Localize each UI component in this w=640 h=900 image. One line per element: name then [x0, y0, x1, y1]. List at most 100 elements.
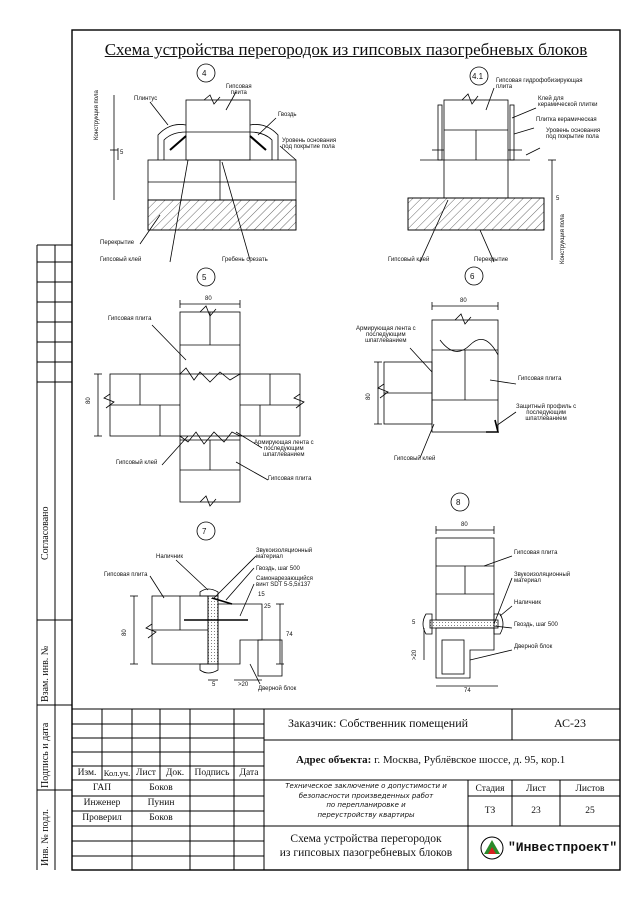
tb-sheets-label: Листов	[575, 784, 605, 794]
tb-col-podpis: Подпись	[194, 768, 230, 778]
d8-dim-80: 80	[461, 522, 468, 528]
d41-base-level-label: Уровень основания под покрытие пола	[546, 128, 601, 140]
d41-waterproof-slab-label: Гипсовая гидрофобизирующая плита	[496, 78, 583, 90]
d8-door-block-label: Дверной блок	[514, 644, 553, 650]
tb-col-list: Лист	[136, 768, 156, 778]
d41-gypsum-glue-label: Гипсовый клей	[388, 257, 430, 263]
stamp-inv-podl: Инв. № подл.	[40, 809, 51, 866]
tb-customer: Заказчик: Собственник помещений	[288, 716, 469, 730]
tb-code: АС-23	[553, 716, 587, 730]
d7-door-block-label: Дверной блок	[258, 686, 297, 692]
detail-4-number: 4	[202, 69, 207, 78]
detail-5-number: 5	[202, 273, 207, 282]
d8-nail-step-label: Гвоздь, шаг 500	[514, 622, 558, 628]
tb-role-engineer: Инженер	[83, 798, 121, 808]
tb-sheet-value: 23	[531, 806, 541, 816]
d5-dim-80-top: 80	[205, 296, 212, 302]
d7-casing-label: Наличник	[156, 554, 183, 560]
tb-role-checked: Проверил	[82, 813, 122, 823]
d41-slab-label: Перекрытие	[474, 257, 509, 263]
d6-gypsum-slab-label: Гипсовая плита	[518, 376, 562, 382]
tb-col-data: Дата	[239, 768, 259, 778]
detail-6	[374, 266, 517, 459]
title-block-grid	[72, 708, 620, 870]
d4-nail-label: Гвоздь	[278, 112, 297, 118]
detail-7-marker	[196, 521, 216, 541]
detail-7-number: 7	[202, 527, 207, 536]
d7-dim-5: 5	[212, 682, 216, 688]
d5-reinforcing-tape-label: Армирующая лента с последующим шпатлеван…	[254, 440, 314, 458]
d4-slab-label: Перекрытие	[100, 240, 135, 246]
detail-4-1	[407, 66, 556, 263]
tb-address-label: Адрес объекта:	[296, 754, 372, 766]
tb-doc-description: Техническое заключение о допустимости и …	[285, 782, 447, 819]
tb-stage-label: Стадия	[475, 784, 505, 794]
d7-dim-25: 25	[264, 604, 271, 610]
tb-sheet-name: Схема устройства перегородок из гипсовых…	[279, 833, 453, 859]
d7-dim-20: >20	[238, 682, 249, 688]
detail-4-marker	[196, 63, 216, 83]
d4-gypsum-slab-label: Гипсовая плита	[226, 84, 252, 96]
d8-dim-5: 5	[412, 620, 416, 626]
tb-address-value: г. Москва, Рублёвское шоссе, д. 95, кор.…	[374, 754, 566, 766]
d5-dim-80-left: 80	[86, 397, 92, 404]
detail-8	[422, 492, 513, 687]
tb-stage-value: ТЗ	[484, 806, 496, 816]
d7-dim-80: 80	[122, 629, 128, 636]
d5-gypsum-glue-label: Гипсовый клей	[116, 460, 158, 466]
d8-dim-74: 74	[464, 688, 471, 694]
d4-ridge-cut-label: Гребень срезать	[222, 257, 268, 263]
tb-col-kol: Кол.уч.	[103, 768, 131, 778]
d6-reinforcing-tape-label: Армирующая лента с последующим шпатлеван…	[356, 326, 416, 344]
d7-screw-label: Самонарезающийся винт SDT 5-5,5х137	[256, 576, 313, 588]
company-logo	[480, 836, 504, 860]
sheet-frame	[71, 29, 621, 871]
detail-6-marker	[464, 266, 484, 286]
d6-dim-80-left: 80	[366, 393, 372, 400]
tb-name-engineer: Пунин	[147, 798, 175, 808]
d4-base-level-label: Уровень основания под покрытие пола	[282, 138, 337, 150]
tb-col-dok: Док.	[165, 768, 185, 778]
d4-floor-structure-label: Конструкция пола	[94, 90, 100, 140]
tb-address: Адрес объекта: г. Москва, Рублёвское шос…	[296, 754, 565, 766]
detail-4-1-number: 4.1	[472, 72, 484, 81]
stamp-vzam-inv: Взам. инв. №	[40, 645, 51, 702]
tb-sheet-label: Лист	[526, 784, 546, 794]
d6-gypsum-glue-label: Гипсовый клей	[394, 456, 436, 462]
sheet-title: Схема устройства перегородок из гипсовых…	[104, 40, 588, 59]
detail-7	[130, 521, 284, 685]
d41-dim-5: 5	[556, 196, 560, 202]
tb-name-checked: Боков	[149, 813, 173, 823]
d8-sound-insulation-label: Звукоизоляционный материал	[514, 572, 571, 584]
d7-gypsum-slab-label: Гипсовая плита	[104, 572, 148, 578]
detail-4	[110, 63, 297, 263]
detail-8-number: 8	[456, 498, 461, 507]
d4-dim-5: 5	[120, 150, 124, 156]
d7-dim-74: 74	[286, 632, 293, 638]
detail-4-1-marker	[469, 66, 489, 86]
left-stamp	[36, 244, 72, 870]
d4-gypsum-glue-label: Гипсовый клей	[100, 257, 142, 263]
d6-dim-80-top: 80	[460, 298, 467, 304]
d7-dim-15: 15	[258, 592, 265, 598]
d41-floor-structure-label: Конструкция пола	[560, 214, 566, 264]
d7-sound-insulation-label: Звукоизоляционный материал	[256, 548, 313, 560]
detail-5-marker	[196, 267, 216, 287]
d8-dim-20: >20	[412, 649, 418, 660]
d5-gypsum-slab-label: Гипсовая плита	[108, 316, 152, 322]
tb-role-gap: ГАП	[92, 783, 112, 793]
d8-gypsum-slab-label: Гипсовая плита	[514, 550, 558, 556]
detail-6-number: 6	[470, 272, 475, 281]
d4-plinth-label: Плинтус	[134, 96, 158, 102]
d5-gypsum-slab-2-label: Гипсовая плита	[268, 476, 312, 482]
d41-ceramic-tile-label: Плитка керамическая	[536, 117, 597, 123]
tb-name-gap: Боков	[149, 783, 173, 793]
detail-5	[94, 267, 305, 507]
detail-8-marker	[450, 492, 470, 512]
tb-col-izm: Изм.	[77, 768, 97, 778]
tb-company: "Инвестпроект"	[508, 840, 618, 855]
d41-ceramic-glue-label: Клей для керамической плитки	[538, 96, 598, 108]
stamp-agreed: Согласовано	[40, 506, 51, 560]
d7-nail-step-label: Гвоздь, шаг 500	[256, 566, 300, 572]
